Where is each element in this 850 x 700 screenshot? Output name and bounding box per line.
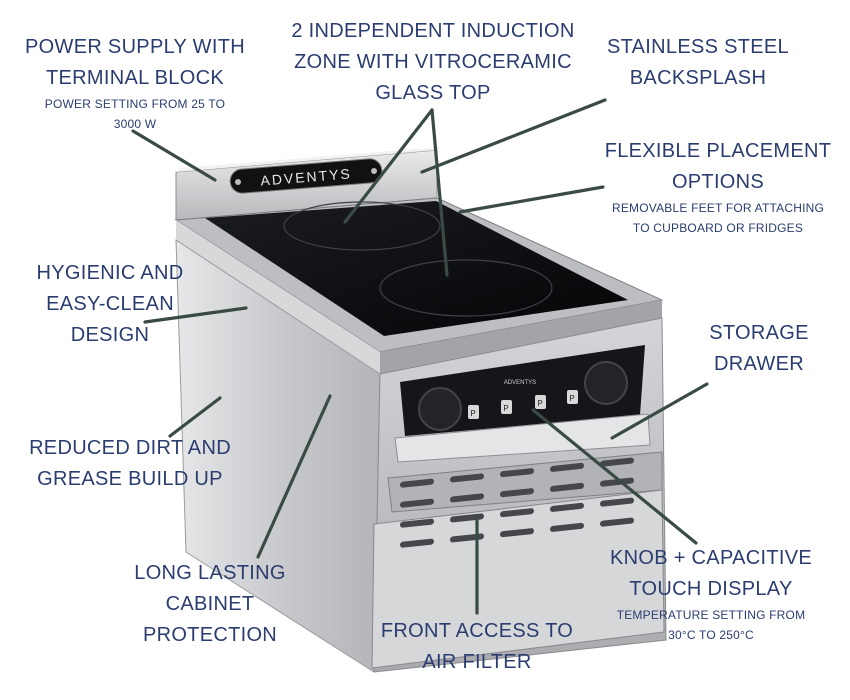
- front-cooking-zone: [379, 259, 553, 317]
- callout-power-supply: POWER SUPPLY WITH TERMINAL BLOCK POWER S…: [14, 32, 256, 134]
- callout-hygienic: HYGIENIC AND EASY-CLEAN DESIGN: [12, 258, 208, 351]
- knob-title: KNOB + CAPACITIVE TOUCH DISPLAY: [609, 547, 812, 600]
- filter-title: FRONT ACCESS TO AIR FILTER: [380, 620, 574, 673]
- callout-storage: STORAGE DRAWER: [688, 318, 830, 380]
- touch-key-2[interactable]: P: [503, 404, 508, 413]
- leader-knob: [531, 408, 698, 545]
- callout-filter: FRONT ACCESS TO AIR FILTER: [362, 616, 592, 678]
- brand-plate: ADVENTYS: [229, 158, 383, 194]
- callout-dirt: REDUCED DIRT AND GREASE BUILD UP: [6, 433, 254, 495]
- leader-power-supply: [131, 129, 217, 182]
- glass-top: [205, 201, 628, 336]
- leader-cabinet: [256, 394, 332, 559]
- leader-induction-rear: [343, 108, 434, 224]
- panel-brand: ADVENTYS: [504, 380, 536, 386]
- brand-plate-text: ADVENTYS: [260, 165, 352, 188]
- power-supply-subtitle: POWER SETTING FROM 25 TO 3000 W: [44, 97, 226, 131]
- vent-slots: [400, 457, 634, 548]
- touch-key-4[interactable]: P: [569, 394, 574, 403]
- callout-knob: KNOB + CAPACITIVE TOUCH DISPLAY TEMPERAT…: [586, 543, 836, 645]
- callout-induction: 2 INDEPENDENT INDUCTION ZONE WITH VITROC…: [283, 16, 583, 109]
- power-supply-title: POWER SUPPLY WITH TERMINAL BLOCK: [25, 36, 245, 89]
- hygienic-title: HYGIENIC AND EASY-CLEAN DESIGN: [36, 262, 184, 346]
- cabinet-title: LONG LASTING CABINET PROTECTION: [134, 562, 286, 646]
- leader-storage: [610, 382, 709, 440]
- leader-backsplash: [420, 98, 607, 174]
- leader-placement: [458, 185, 605, 214]
- left-knob[interactable]: [418, 387, 462, 431]
- leader-dirt: [168, 396, 222, 438]
- leader-hygienic: [143, 306, 248, 324]
- touch-key-1[interactable]: P: [470, 409, 475, 418]
- knob-subtitle: TEMPERATURE SETTING FROM 30°C TO 250°C: [616, 608, 806, 642]
- callout-cabinet: LONG LASTING CABINET PROTECTION: [112, 558, 308, 651]
- induction-title: 2 INDEPENDENT INDUCTION ZONE WITH VITROC…: [291, 20, 575, 104]
- air-filter-plinth: [371, 489, 665, 669]
- storage-title: STORAGE DRAWER: [709, 322, 809, 375]
- dirt-title: REDUCED DIRT AND GREASE BUILD UP: [29, 437, 231, 490]
- placement-subtitle: REMOVABLE FEET FOR ATTACHING TO CUPBOARD…: [611, 201, 825, 235]
- right-knob[interactable]: [584, 361, 628, 405]
- callout-backsplash: STAINLESS STEEL BACKSPLASH: [600, 32, 796, 94]
- placement-title: FLEXIBLE PLACEMENT OPTIONS: [604, 140, 832, 193]
- leader-lines: [131, 98, 709, 615]
- touch-key-3[interactable]: P: [537, 399, 542, 408]
- backsplash-title: STAINLESS STEEL BACKSPLASH: [607, 36, 789, 89]
- leader-induction-front: [430, 108, 449, 277]
- callout-placement: FLEXIBLE PLACEMENT OPTIONS REMOVABLE FEE…: [590, 136, 846, 238]
